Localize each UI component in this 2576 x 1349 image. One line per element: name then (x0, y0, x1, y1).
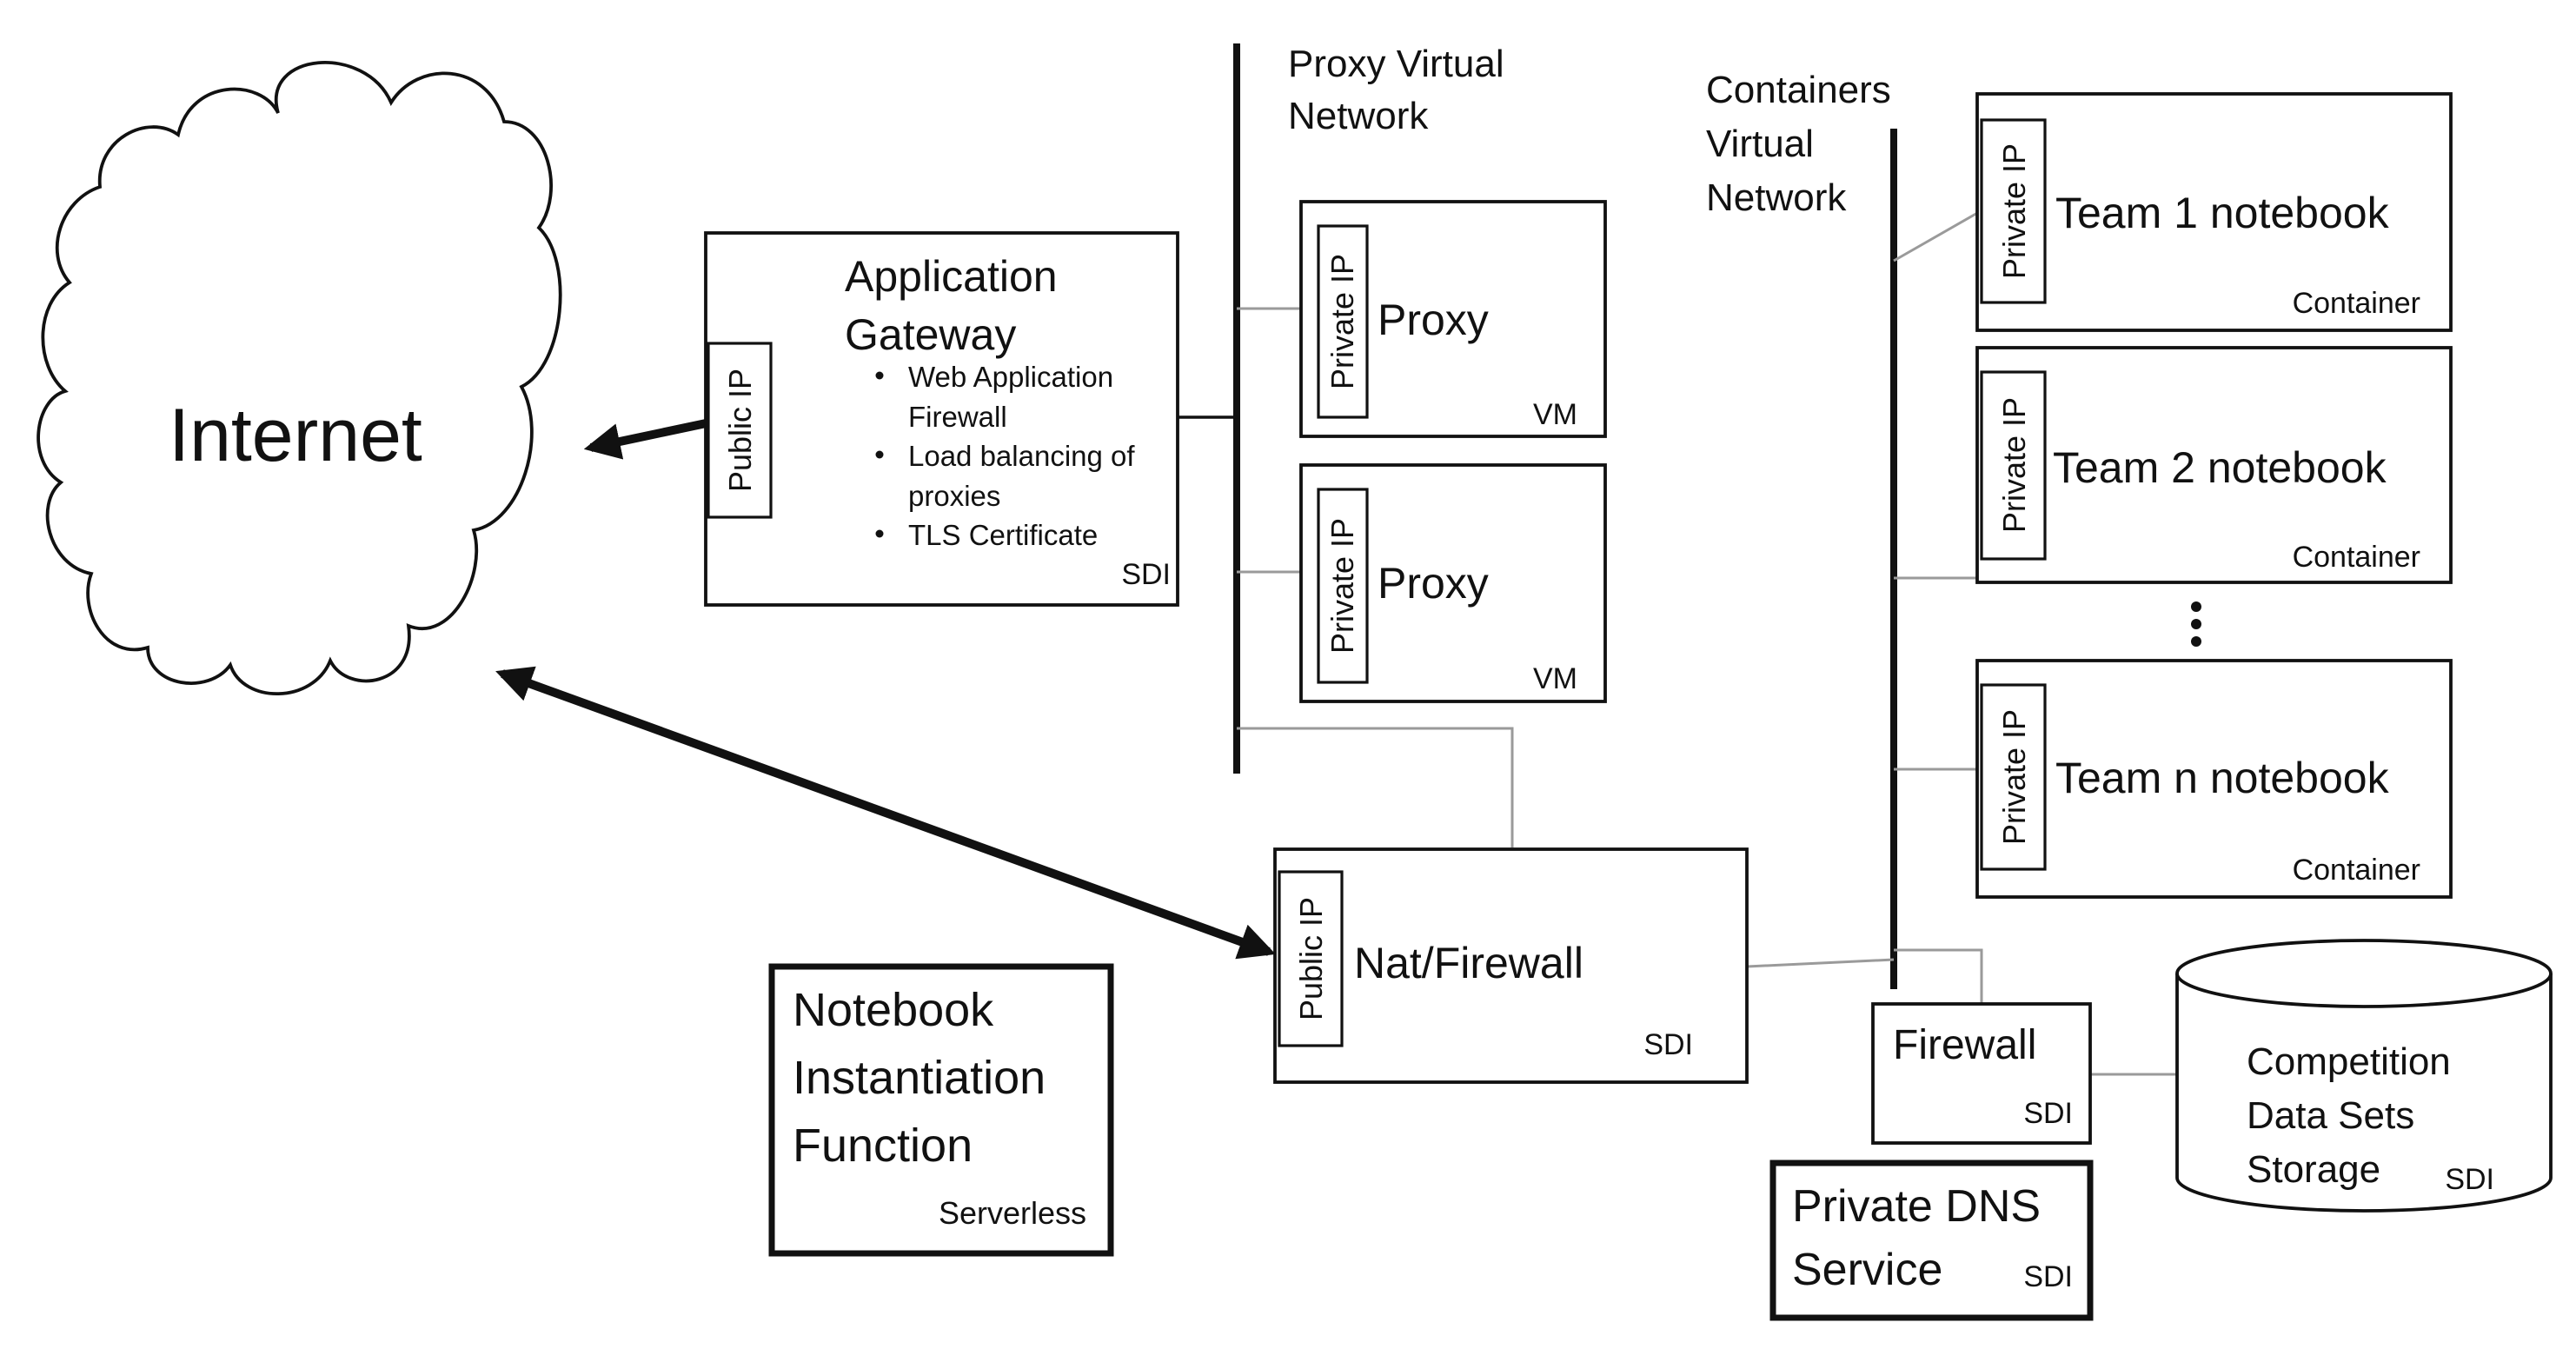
team1-private-ip-label: Private IP (1996, 143, 2032, 279)
proxy2-type-label: VM (1533, 662, 1577, 695)
team2-title: Team 2 notebook (2053, 443, 2387, 492)
teamn-container: Private IP Team n notebook Container (1975, 659, 2453, 899)
team1-type-label: Container (2293, 287, 2420, 320)
private-dns-type-label: SDI (2023, 1260, 2073, 1293)
proxy-network-label-line2: Network (1288, 95, 1429, 137)
more-teams-ellipsis (2191, 601, 2201, 647)
competition-data-storage: Competition Data Sets Storage SDI (2175, 939, 2553, 1213)
proxy-vm-1: Private IP Proxy VM (1299, 200, 1607, 438)
private-dns-line1: Private DNS (1792, 1181, 2041, 1232)
storage-type-label: SDI (2445, 1163, 2494, 1196)
bus-firewall-link (1894, 948, 1983, 1003)
internet-label: Internet (169, 394, 422, 477)
teamn-private-ip-label: Private IP (1996, 709, 2032, 845)
team1-title: Team 1 notebook (2055, 189, 2390, 237)
proxy-vm-2: Private IP Proxy VM (1299, 463, 1607, 703)
proxy1-private-ip-label: Private IP (1325, 254, 1360, 389)
gateway-bullet-3: TLS Certificate (908, 519, 1098, 551)
firewall-title: Firewall (1893, 1022, 2036, 1068)
team2-private-ip-tag (1980, 370, 2047, 561)
bullet-dot (875, 450, 884, 459)
notebook-function-type-label: Serverless (939, 1195, 1086, 1231)
storage-line2: Data Sets (2247, 1094, 2414, 1137)
team1-bus-link (1893, 207, 1986, 262)
proxy2-private-ip-label: Private IP (1325, 518, 1360, 654)
notebook-function-line3: Function (793, 1120, 973, 1172)
nat-firewall-type-label: SDI (1643, 1028, 1693, 1061)
gateway-public-ip-tag (707, 342, 773, 519)
team1-container: Private IP Team 1 notebook Container (1975, 92, 2453, 332)
proxy-bus-nat-link (1237, 727, 1514, 847)
internet-nat-arrow (495, 666, 1276, 960)
proxy1-title: Proxy (1378, 296, 1489, 344)
gateway-public-ip-label: Public IP (722, 369, 758, 492)
private-dns-line2: Service (1792, 1245, 1942, 1295)
proxy2-private-ip-tag (1317, 488, 1369, 684)
proxy-network-label-line1: Proxy Virtual (1288, 43, 1504, 85)
gateway-bullet-2a: Load balancing of (908, 440, 1135, 472)
firewall-type-label: SDI (2023, 1097, 2073, 1130)
proxy2-title: Proxy (1378, 559, 1489, 608)
containers-network-label-line2: Virtual (1706, 123, 1814, 165)
nat-firewall-title: Nat/Firewall (1354, 939, 1583, 987)
gateway-bullet-1a: Web Application (908, 361, 1113, 393)
notebook-function-line2: Instantiation (793, 1052, 1046, 1104)
gateway-bullet-2b: proxies (908, 480, 1000, 512)
containers-network-label-line1: Containers (1706, 69, 1891, 111)
proxy1-private-ip-tag (1317, 224, 1369, 419)
proxy1-type-label: VM (1533, 398, 1577, 431)
nat-firewall-box: Public IP Nat/Firewall SDI (1273, 847, 1749, 1084)
teamn-type-label: Container (2293, 854, 2420, 887)
nat-public-ip-label: Public IP (1293, 897, 1329, 1020)
gateway-title-line1: Application (845, 252, 1058, 301)
team2-type-label: Container (2293, 541, 2420, 574)
storage-line1: Competition (2247, 1040, 2451, 1083)
firewall-box: Firewall SDI (1871, 1002, 2092, 1145)
teamn-title: Team n notebook (2055, 754, 2390, 802)
gateway-bullet-1b: Firewall (908, 401, 1007, 433)
notebook-instantiation-function-box: Notebook Instantiation Function Serverle… (768, 963, 1114, 1257)
notebook-function-line1: Notebook (793, 984, 994, 1036)
application-gateway-box: Public IP Application Gateway Web Applic… (704, 231, 1179, 607)
team2-private-ip-label: Private IP (1996, 397, 2032, 533)
containers-network-label-line3: Network (1706, 176, 1847, 219)
team1-private-ip-tag (1980, 118, 2047, 304)
bullet-dot (875, 529, 884, 538)
gateway-title-line2: Gateway (845, 310, 1016, 359)
teamn-private-ip-tag (1980, 683, 2047, 871)
gateway-type-label: SDI (1121, 558, 1171, 591)
nat-public-ip-tag (1278, 870, 1344, 1047)
private-dns-service-box: Private DNS Service SDI (1769, 1160, 2094, 1321)
team2-container: Private IP Team 2 notebook Container (1975, 346, 2453, 584)
nat-bus-link (1746, 958, 1895, 968)
storage-line3: Storage (2247, 1148, 2380, 1191)
bullet-dot (875, 371, 884, 380)
internet-cloud: Internet (37, 61, 562, 696)
